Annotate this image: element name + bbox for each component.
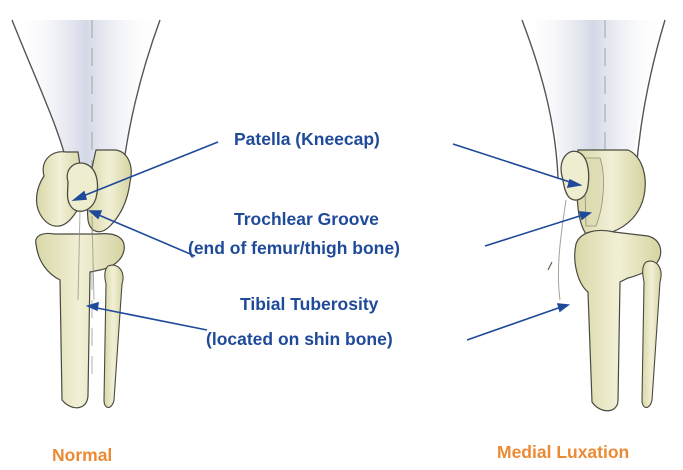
luxated-thigh-tissue: [522, 20, 665, 170]
trochlear-label-line2: (end of femur/thigh bone): [188, 238, 400, 259]
tibial-leader-right: [467, 306, 564, 340]
patella-label: Patella (Kneecap): [234, 129, 380, 150]
normal-caption: Normal: [52, 445, 112, 466]
normal-knee-illustration: [12, 20, 160, 408]
medial-luxation-caption: Medial Luxation: [497, 442, 629, 463]
trochlear-leader-right: [485, 214, 586, 246]
tibial-label-line1: Tibial Tuberosity: [240, 294, 378, 315]
normal-patella: [67, 163, 97, 211]
luxated-patella: [561, 151, 589, 200]
trochlear-label-line1: Trochlear Groove: [234, 209, 379, 230]
tibial-label-line2: (located on shin bone): [206, 329, 393, 350]
luxated-fibula: [642, 261, 661, 407]
normal-fibula: [104, 265, 123, 407]
medial-luxation-knee-illustration: [522, 20, 665, 411]
